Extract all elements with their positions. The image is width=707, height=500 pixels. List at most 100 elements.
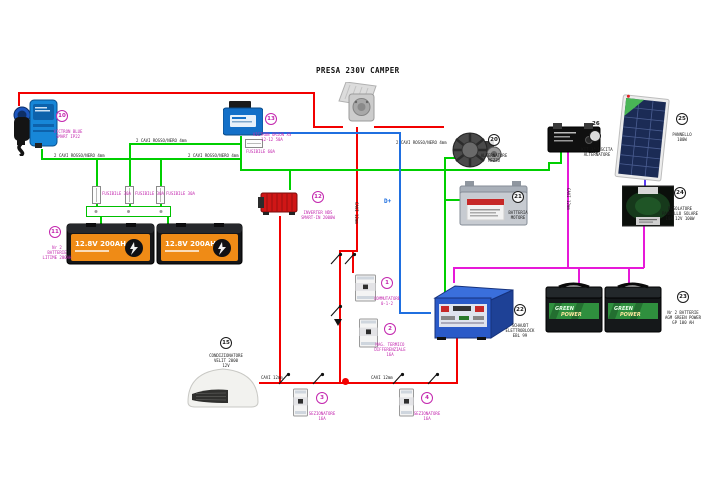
switch-mark bbox=[277, 372, 291, 386]
ac-jog bbox=[339, 250, 358, 252]
third-output-kit bbox=[546, 123, 602, 154]
label-circle-4: 4 bbox=[421, 392, 433, 404]
panel-regulator bbox=[644, 177, 646, 188]
inverter-nds bbox=[258, 188, 301, 216]
label-circle-10: 10 bbox=[56, 110, 68, 122]
din-magnetotermico bbox=[359, 318, 378, 348]
solar-regulator bbox=[621, 184, 675, 228]
label-circle-12: 12 bbox=[312, 191, 324, 203]
battery-busbar bbox=[86, 206, 171, 217]
switch-mark bbox=[426, 372, 440, 386]
elettroblock-ebl bbox=[429, 278, 517, 340]
shore-power-plug bbox=[5, 104, 39, 158]
orion-ebl-blue-h bbox=[262, 132, 401, 134]
inverter-dc-stub bbox=[289, 169, 291, 190]
junction-dot bbox=[342, 378, 349, 385]
wire-label: FUSIBILE 30A bbox=[102, 191, 131, 196]
busbar-batt2 bbox=[167, 216, 169, 225]
svg-text:POWER: POWER bbox=[620, 312, 641, 318]
wire-label: 2 CAVI ROSSO/NERO 4mm bbox=[54, 153, 105, 158]
kit-magenta-drop bbox=[567, 152, 569, 269]
label-circle-24: 24 bbox=[674, 187, 686, 199]
svg-text:12.8V 200AH: 12.8V 200AH bbox=[165, 240, 216, 248]
alternator bbox=[446, 129, 504, 173]
fuse-60a bbox=[245, 139, 263, 148]
svg-text:12.8V 200AH: 12.8V 200AH bbox=[75, 240, 126, 248]
label-circle-2: 2 bbox=[384, 323, 396, 335]
starter-batt-link bbox=[444, 199, 465, 201]
din-commutatore bbox=[355, 274, 376, 302]
label-circle-25: 25 bbox=[676, 113, 688, 125]
wire-label: CAVI 12mm bbox=[371, 375, 393, 380]
ac-socket-down bbox=[356, 127, 358, 251]
dcdc-orion-xs bbox=[222, 101, 264, 136]
wire-label: FUSIBILE 60A bbox=[246, 149, 275, 154]
fuse-30a-2 bbox=[125, 186, 134, 204]
starter-battery bbox=[459, 179, 529, 227]
ac-top-run bbox=[18, 92, 315, 94]
dc-main-run bbox=[240, 169, 549, 171]
battery-charger-victron bbox=[29, 98, 59, 150]
switch-mark bbox=[391, 372, 405, 386]
solar-panel bbox=[612, 92, 675, 185]
gbat1-magenta bbox=[578, 267, 580, 284]
svg-text:GREEN: GREEN bbox=[555, 306, 575, 312]
din-sezionatore-2 bbox=[399, 388, 414, 417]
label-circle-23: 23 bbox=[677, 291, 689, 303]
label-circle-15: 15 bbox=[220, 337, 232, 349]
fuse-30a-1 bbox=[92, 186, 101, 204]
ebl-blue-in bbox=[399, 312, 431, 314]
wire-label: FUSIBILE 30A bbox=[135, 191, 164, 196]
busbar-batt1 bbox=[100, 216, 102, 225]
fuse3-drop bbox=[160, 158, 162, 209]
ebl-ac-down bbox=[456, 336, 458, 383]
wire-label: FUSIBILE 30A bbox=[166, 191, 195, 196]
flow-arrow bbox=[334, 319, 342, 327]
wire-label: CAVI 12mm bbox=[354, 202, 359, 224]
ac-right-drop bbox=[313, 92, 315, 128]
fuse-30a-3 bbox=[156, 186, 165, 204]
svg-text:POWER: POWER bbox=[561, 312, 582, 318]
fuse1-drop bbox=[96, 158, 98, 209]
kit-step-h bbox=[548, 162, 562, 164]
label-circle-3: 3 bbox=[316, 392, 328, 404]
switch-mark bbox=[329, 252, 343, 266]
wire-label: 2 CAVI ROSSO/NERO 4mm bbox=[396, 140, 447, 145]
label-circle-1: 1 bbox=[381, 277, 393, 289]
aircon-velit bbox=[186, 360, 260, 410]
orion-ebl-blue-v bbox=[399, 132, 401, 314]
label-number-26: 26 bbox=[592, 121, 600, 127]
alt-foot bbox=[444, 157, 457, 159]
charger-dc-stub bbox=[41, 149, 43, 160]
ac-to-socket bbox=[313, 126, 343, 128]
regulator-magenta bbox=[643, 225, 645, 268]
gbat2-magenta bbox=[628, 267, 630, 284]
alt-ebl-drop bbox=[444, 157, 446, 301]
label-circle-11: 11 bbox=[49, 226, 61, 238]
wire-label: CAVI 12mm bbox=[566, 188, 571, 210]
wire-label: CAVI 12mm bbox=[261, 375, 283, 380]
ac-stub-n bbox=[352, 250, 354, 273]
ac-main-down bbox=[339, 250, 341, 384]
inverter-ac-down bbox=[279, 216, 281, 383]
switch-mark bbox=[329, 304, 343, 318]
litime-battery-1: 12.8V 200AH bbox=[66, 223, 156, 267]
label-circle-21: 21 bbox=[512, 191, 524, 203]
